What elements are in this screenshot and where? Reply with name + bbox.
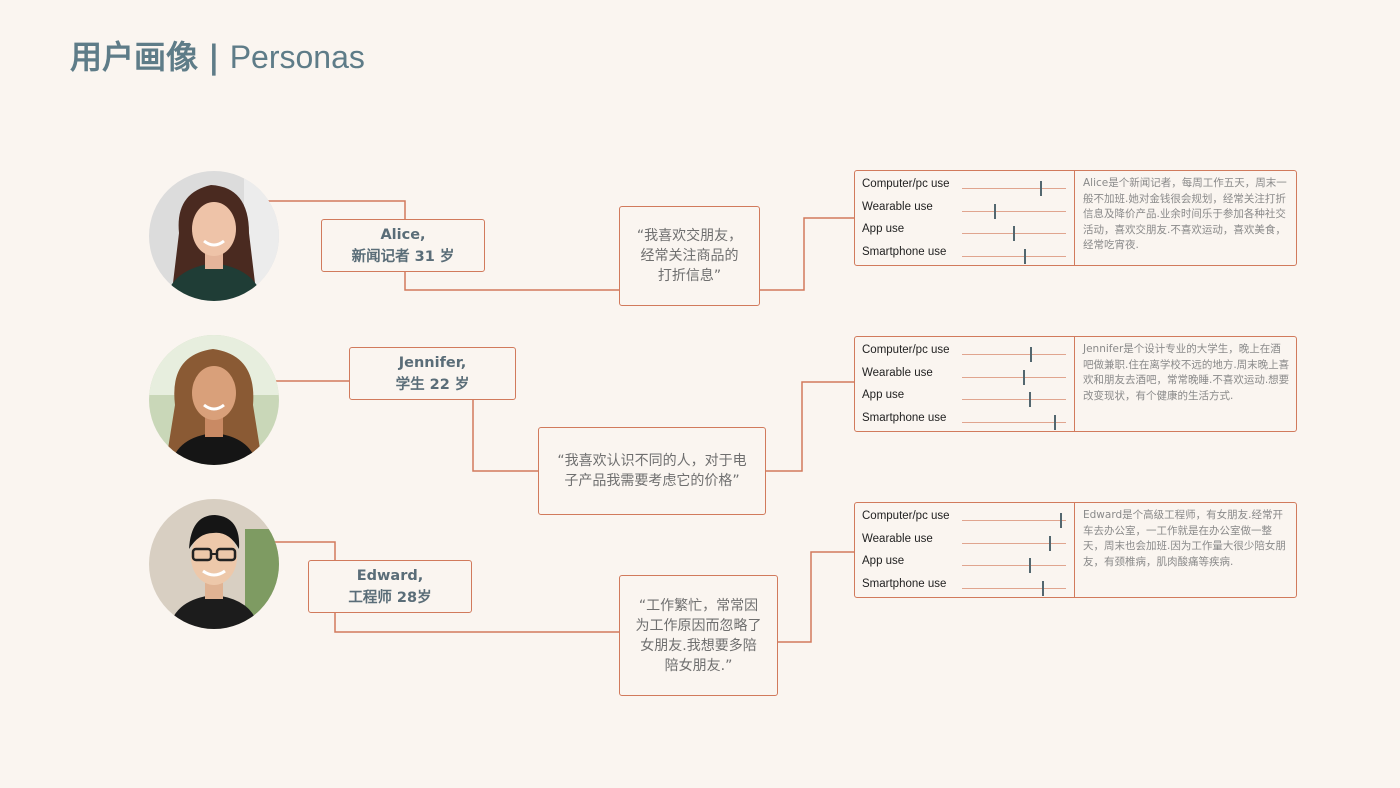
persona-quote-box-alice: “我喜欢交朋友，经常关注商品的打折信息”: [619, 206, 760, 306]
usage-panel-alice: Computer/pc use Wearable use App use Sma…: [854, 170, 1297, 266]
persona-role: 学生 22 岁: [395, 376, 470, 393]
usage-label: Wearable use: [862, 532, 933, 545]
usage-row-wearable: Wearable use: [862, 199, 1066, 222]
persona-quote: “工作繁忙，常常因为工作原因而忽略了女朋友.我想要多陪陪女朋友.”: [635, 597, 762, 674]
usage-track: [962, 248, 1066, 264]
usage-label: Computer/pc use: [862, 510, 950, 522]
usage-row-smartphone: Smartphone use: [862, 576, 1066, 599]
persona-name-box-jennifer: Jennifer, 学生 22 岁: [349, 347, 516, 400]
page-title-zh: 用户画像: [70, 38, 199, 76]
avatar-edward: [149, 499, 279, 629]
persona-description: Edward是个高级工程师，有女朋友.经常开车去办公室，一工作就是在办公室做一整…: [1083, 509, 1286, 568]
usage-label: Computer/pc use: [862, 344, 950, 356]
usage-row-computer: Computer/pc use: [862, 176, 1066, 199]
person-photo-icon: [149, 335, 279, 465]
page-title-en: Personas: [229, 39, 365, 75]
usage-track: [962, 513, 1066, 528]
avatar-jennifer: [149, 335, 279, 465]
persona-description: Alice是个新闻记者，每周工作五天，周末一般不加班.她对金钱很会规划，经常关注…: [1083, 177, 1287, 251]
connector-edward-usage: [778, 551, 855, 643]
usage-row-smartphone: Smartphone use: [862, 410, 1066, 433]
connector-alice-quote: [404, 271, 620, 291]
usage-row-app: App use: [862, 553, 1066, 576]
usage-marker: [1028, 558, 1031, 573]
usage-track: [962, 535, 1066, 551]
persona-name: Jennifer,: [398, 354, 467, 371]
persona-description: Jennifer是个设计专业的大学生，晚上在酒吧做兼职.住在离学校不远的地方.周…: [1083, 343, 1290, 402]
usage-row-smartphone: Smartphone use: [862, 244, 1066, 267]
usage-marker: [1024, 248, 1027, 264]
persona-quote: “我喜欢认识不同的人，对于电子产品我需要考虑它的价格”: [557, 453, 747, 489]
persona-role: 新闻记者 31 岁: [351, 248, 455, 265]
usage-sliders: Computer/pc use Wearable use App use Sma…: [855, 503, 1075, 597]
connector-jennifer-quote: [472, 399, 539, 472]
usage-row-app: App use: [862, 387, 1066, 410]
page-title: 用户画像|Personas: [70, 32, 365, 78]
person-photo-icon: [149, 499, 279, 629]
usage-label: App use: [862, 389, 905, 401]
connector-alice-avatar: [268, 200, 406, 220]
usage-label: Wearable use: [862, 200, 933, 213]
persona-quote: “我喜欢交朋友，经常关注商品的打折信息”: [636, 228, 743, 284]
usage-row-computer: Computer/pc use: [862, 342, 1066, 365]
connector-alice-usage: [759, 217, 855, 291]
persona-name-box-alice: Alice, 新闻记者 31 岁: [321, 219, 485, 272]
usage-label: Wearable use: [862, 366, 933, 379]
avatar-alice: [149, 171, 279, 301]
persona-role: 工程师 28岁: [348, 589, 432, 606]
usage-row-app: App use: [862, 221, 1066, 244]
usage-marker: [1013, 226, 1015, 241]
page-title-separator: |: [208, 38, 220, 76]
usage-marker: [1040, 181, 1043, 196]
persona-quote-box-edward: “工作繁忙，常常因为工作原因而忽略了女朋友.我想要多陪陪女朋友.”: [619, 575, 778, 696]
usage-track: [962, 347, 1066, 362]
usage-marker: [1028, 392, 1031, 407]
usage-track: [962, 369, 1066, 385]
persona-quote-box-jennifer: “我喜欢认识不同的人，对于电子产品我需要考虑它的价格”: [538, 427, 766, 515]
usage-label: App use: [862, 223, 905, 235]
usage-track: [962, 181, 1066, 196]
usage-marker: [1053, 414, 1056, 430]
usage-track: [962, 392, 1066, 407]
usage-label: Smartphone use: [862, 411, 947, 424]
connector-edward-quote: [334, 613, 620, 633]
usage-sliders: Computer/pc use Wearable use App use Sma…: [855, 171, 1075, 265]
usage-panel-jennifer: Computer/pc use Wearable use App use Sma…: [854, 336, 1297, 432]
connector-jennifer-usage: [765, 381, 855, 472]
persona-name: Alice,: [380, 226, 426, 243]
usage-marker: [1023, 369, 1026, 385]
usage-marker: [1059, 513, 1062, 528]
usage-track: [962, 203, 1066, 219]
person-photo-icon: [149, 171, 279, 301]
persona-name: Edward,: [356, 567, 424, 584]
usage-track: [962, 558, 1066, 573]
usage-marker: [1042, 580, 1045, 596]
usage-row-computer: Computer/pc use: [862, 508, 1066, 531]
usage-panel-edward: Computer/pc use Wearable use App use Sma…: [854, 502, 1297, 598]
connector-edward-avatar: [274, 541, 336, 561]
persona-name-box-edward: Edward, 工程师 28岁: [308, 560, 472, 613]
usage-marker: [994, 203, 997, 219]
usage-track: [962, 580, 1066, 596]
usage-marker: [1049, 535, 1052, 551]
usage-track: [962, 226, 1066, 241]
usage-track: [962, 414, 1066, 430]
usage-label: Computer/pc use: [862, 178, 950, 190]
usage-label: Smartphone use: [862, 577, 947, 590]
usage-row-wearable: Wearable use: [862, 365, 1066, 388]
usage-label: Smartphone use: [862, 245, 947, 258]
usage-sliders: Computer/pc use Wearable use App use Sma…: [855, 337, 1075, 431]
usage-row-wearable: Wearable use: [862, 531, 1066, 554]
usage-marker: [1029, 347, 1032, 362]
usage-label: App use: [862, 555, 905, 567]
